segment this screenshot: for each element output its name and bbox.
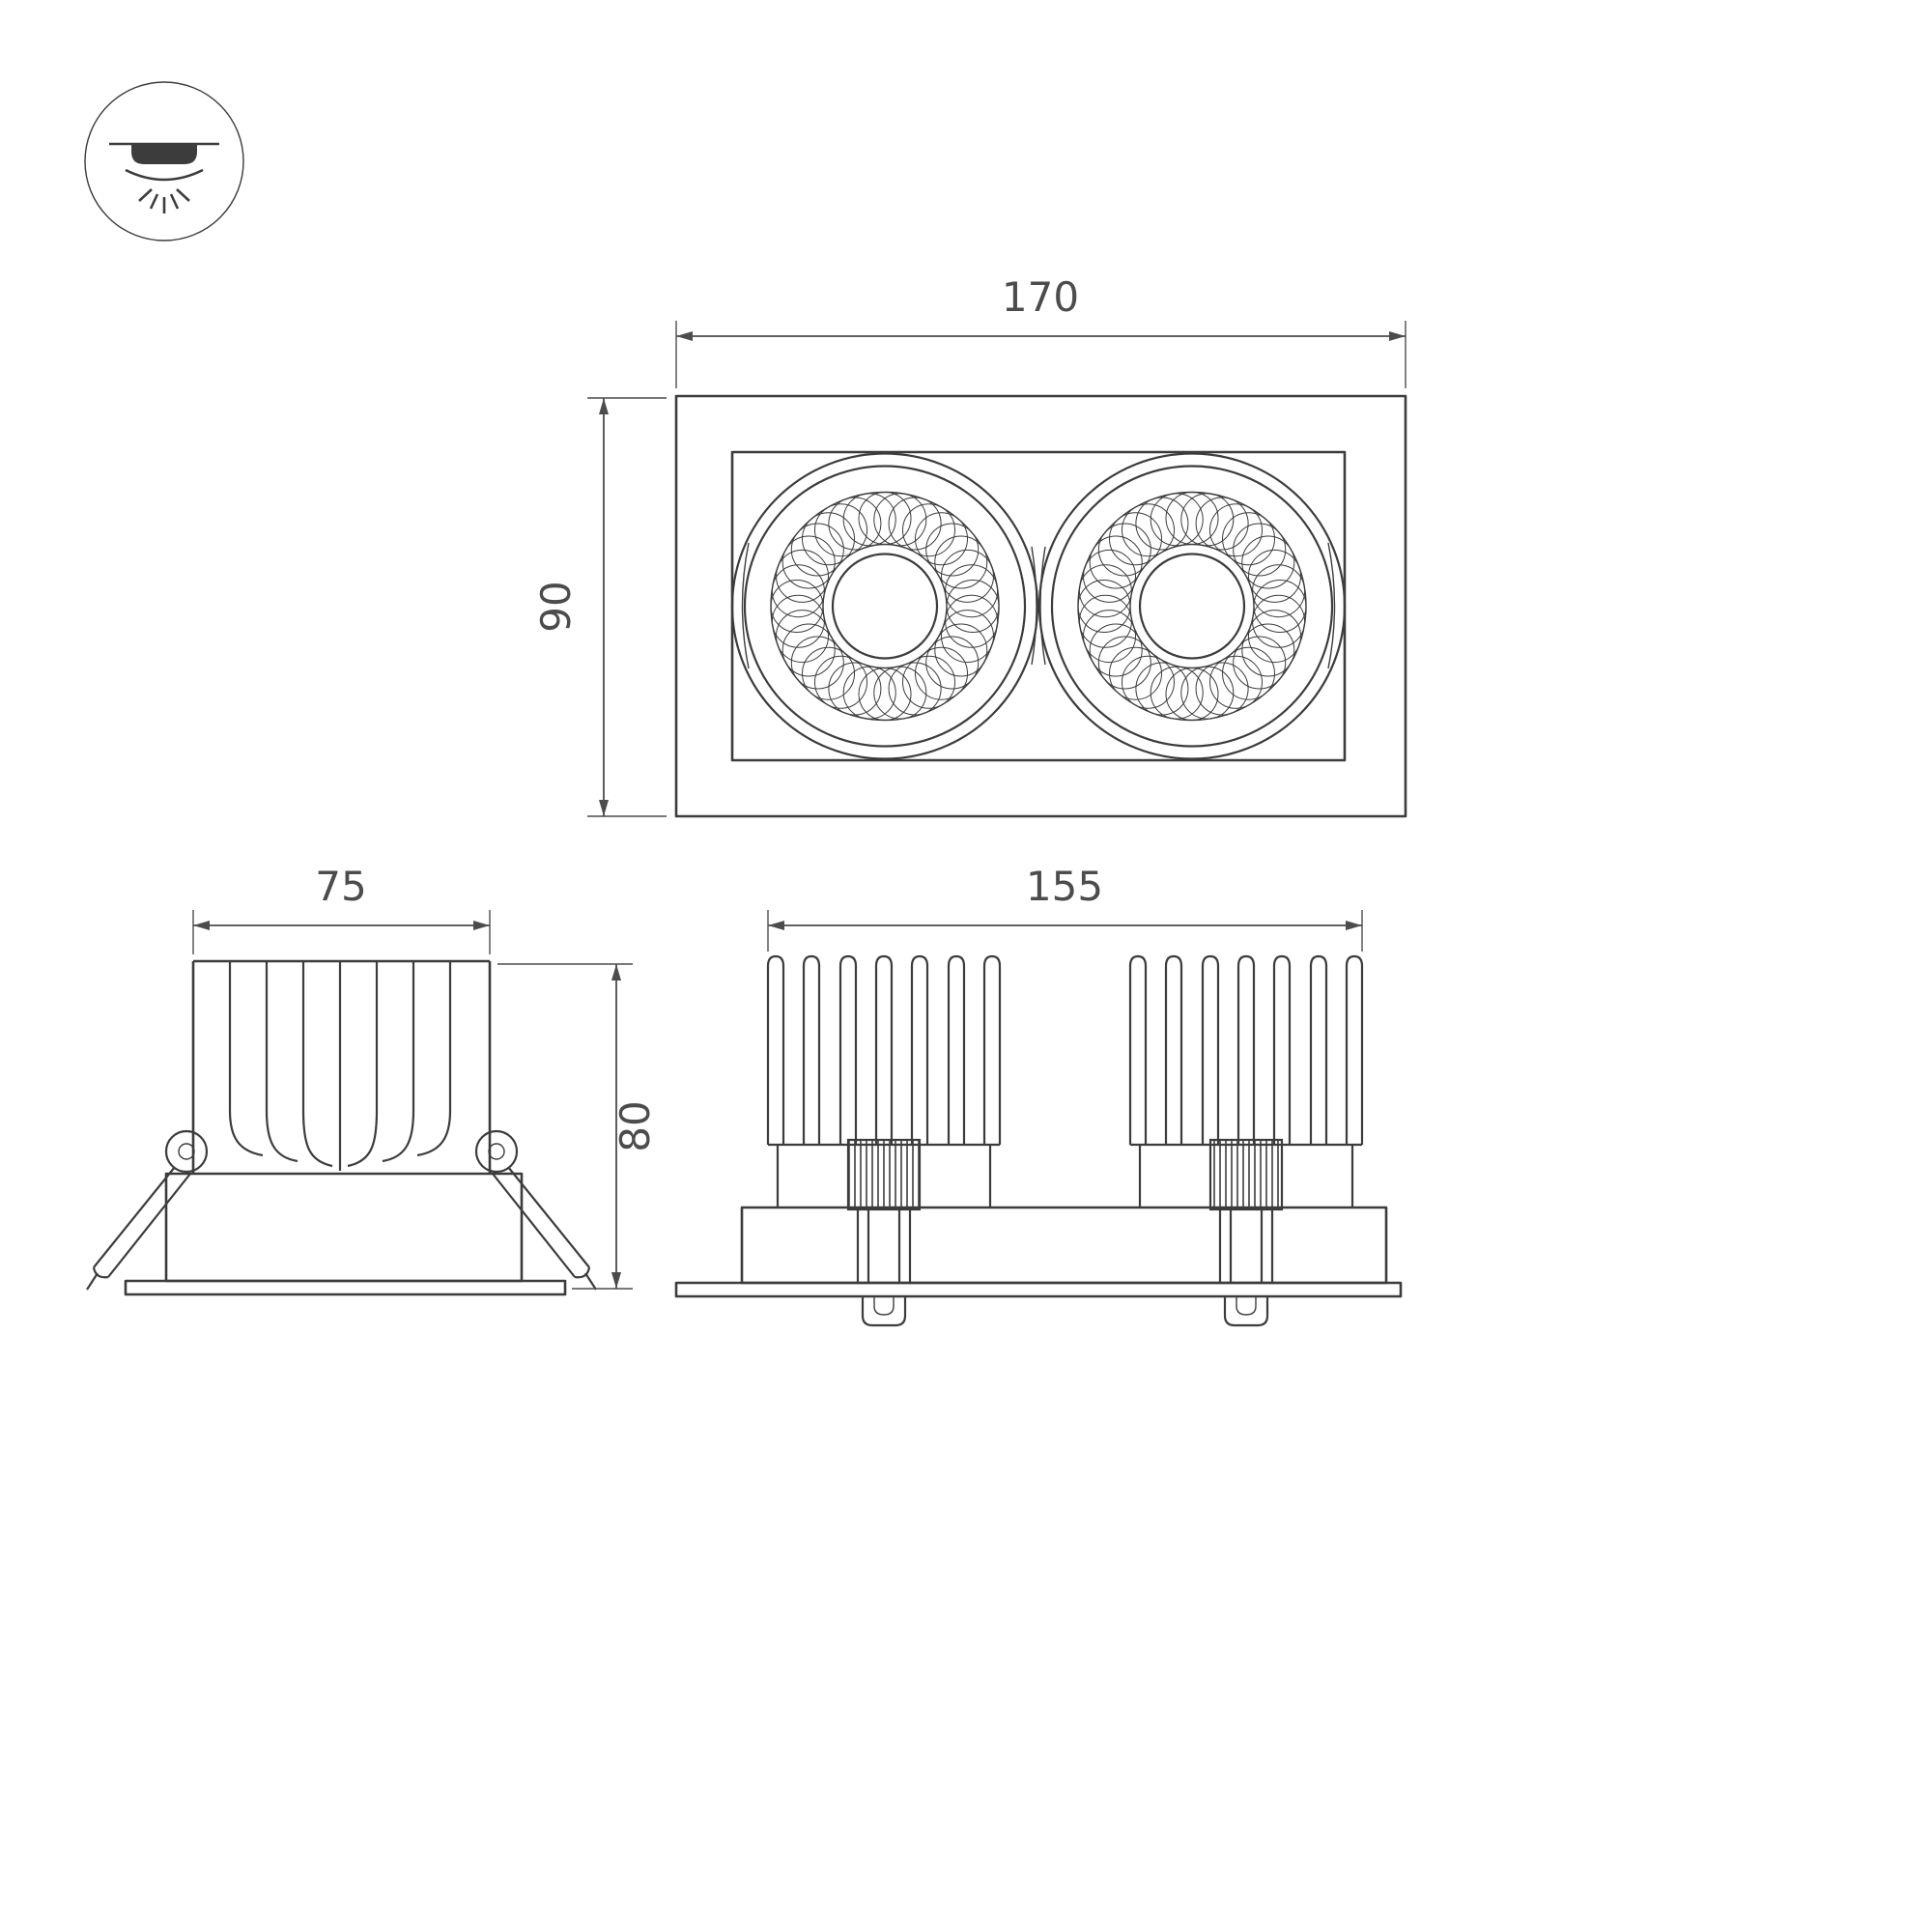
side-height-dimension: 80	[497, 963, 659, 1290]
clip-blade-tip	[574, 1266, 591, 1279]
clip-blade-tip	[92, 1266, 109, 1279]
clip-blade-outer	[93, 1166, 176, 1268]
clip-blade-inner	[107, 1173, 191, 1278]
lamp-reflector-facets	[770, 492, 1000, 721]
lamp-reflector-inner	[822, 543, 948, 669]
clip-bracket	[1218, 1209, 1274, 1283]
recessed-downlight-icon	[84, 81, 244, 242]
front-lamp-right	[1037, 452, 1347, 760]
side-view	[86, 959, 597, 1296]
clip-hook-outer	[861, 1296, 907, 1327]
housing-box	[740, 1206, 1388, 1285]
clip-hook-outer	[1223, 1296, 1269, 1327]
gimbal-arcs	[741, 542, 1336, 669]
front-view	[674, 394, 1407, 818]
clip-knurl	[1208, 1138, 1284, 1211]
front-lamp-left	[730, 452, 1039, 760]
side-width-dimension: 75	[192, 863, 491, 954]
front-width-dimension: 170	[675, 273, 1406, 388]
clip-pivot-hole	[178, 1143, 195, 1160]
clip-blade-inner	[492, 1173, 576, 1278]
clip-blade-foot	[584, 1272, 597, 1291]
icon-recess-arc	[125, 168, 204, 182]
clip-pivot	[474, 1129, 519, 1174]
clip-pivot	[164, 1129, 209, 1174]
spring-clip-left	[86, 1129, 209, 1291]
trim-flange	[164, 1172, 524, 1283]
lamp-outer-ring	[1037, 452, 1347, 760]
clip-blade-outer	[507, 1166, 590, 1268]
heatsink-comb-right	[1128, 954, 1364, 1145]
lamp-led-center	[1138, 553, 1246, 660]
dimension-label-170: 170	[1002, 273, 1079, 321]
trim-plate	[124, 1279, 567, 1296]
dimension-label-155: 155	[1026, 863, 1103, 910]
dimension-label-75: 75	[315, 863, 366, 910]
icon-circle	[84, 81, 244, 242]
lamp-reflector-inner	[1129, 543, 1255, 669]
spring-clip-right	[474, 1129, 597, 1291]
clip-knurl	[846, 1138, 922, 1211]
heatsink-comb-left	[766, 954, 1002, 1145]
dual-width-dimension: 155	[767, 863, 1363, 952]
lamp-bezel-ring	[743, 465, 1027, 748]
lamp-outer-ring	[730, 452, 1039, 760]
lamp-led-center	[831, 553, 939, 660]
front-height-dimension: 90	[532, 397, 667, 817]
clip-mechanism-right	[1208, 1138, 1284, 1327]
clip-pivot-hole	[488, 1143, 505, 1160]
dual-front-view	[674, 954, 1403, 1327]
lamp-reflector-facets	[1077, 492, 1307, 721]
clip-hook-inner	[1236, 1296, 1257, 1316]
lamp-bezel-ring	[1050, 465, 1334, 748]
clip-mechanism-left	[846, 1138, 922, 1327]
dimension-label-80: 80	[611, 1100, 659, 1151]
dimension-label-90: 90	[532, 581, 580, 632]
trim-plate	[674, 1281, 1403, 1298]
heatsink-fins	[228, 961, 452, 1171]
clip-bracket	[856, 1209, 912, 1283]
front-outer-frame	[674, 394, 1407, 818]
clip-blade-foot	[86, 1272, 99, 1291]
icon-lamp-body	[131, 144, 197, 164]
module-bodies	[776, 1145, 1354, 1208]
clip-hook-inner	[873, 1296, 895, 1316]
icon-light-rays	[138, 188, 190, 213]
